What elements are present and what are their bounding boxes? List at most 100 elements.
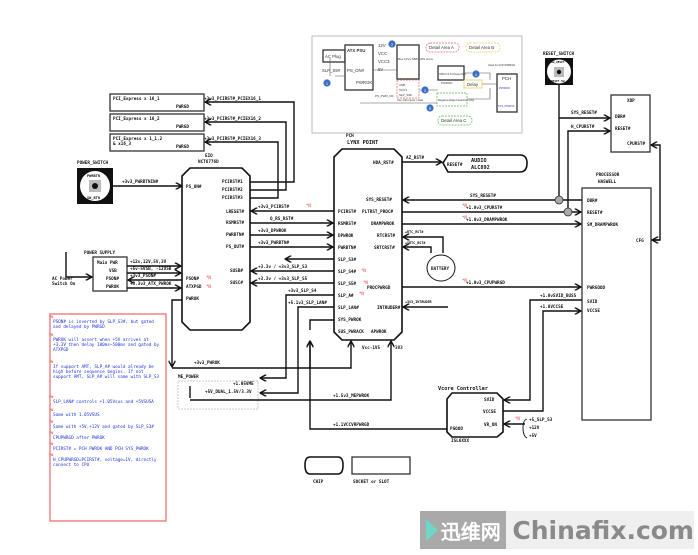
wire-mepwrok: [190, 341, 391, 401]
signal-az-rst: AZ_RST#: [406, 155, 425, 161]
note-marker: *N: [206, 275, 211, 280]
reset-switch[interactable]: RESET_SWITCH SW_RESET RESET SW: [543, 51, 574, 85]
note-text: CPUPWRGD after PWROK: [53, 436, 105, 441]
junction-icon: [554, 195, 564, 205]
watermark: 迅维网 Chinafix.com: [420, 511, 694, 549]
note-text: SLP_LAN# controls +1.05Vsus and +5VSUSA: [53, 400, 154, 405]
inset-vcc3: VCC3: [399, 88, 407, 92]
pci-slot-2-signal: +3v3_PCIRST#_PCIEX16_2: [204, 116, 261, 122]
signal-xdp-cpurst: H_CPURST#: [571, 124, 595, 130]
signal-vsb-rails: +5v-5VSB, -12VSB: [130, 266, 172, 272]
wire-vccse: [503, 311, 581, 412]
watermark-cn-text: 迅维网: [440, 519, 501, 544]
xdp-title: XDP: [627, 98, 635, 104]
marker-1-icon: [323, 79, 331, 87]
power-supply: POWER SUPPLY Main PWR VSB PSON# PWROK AC…: [52, 250, 128, 292]
psu-pin-pwrok: PWROK: [106, 284, 119, 290]
signal-srtcrst: +SRTC_RST#: [405, 241, 426, 245]
legend-chip-label: CHIP: [313, 479, 324, 485]
note-text: PWROK will assert when +5V arrives at +3…: [53, 338, 160, 353]
pch-pin-procpwrgd: PROCPWRGD: [367, 285, 391, 291]
detail-area-c-label: Detail Area C: [441, 118, 466, 123]
pci-slot-2: PCI_Express x 16_2 PWRGD +3v3_PCIRST#_PC…: [109, 113, 261, 132]
legend-socket-shape: [351, 456, 411, 475]
pch-pin-drampwrok: DRAMPWROK: [371, 221, 395, 227]
wire-pcirst3: [205, 142, 279, 199]
power-supply-title: POWER SUPPLY: [84, 250, 115, 256]
detail-area-b-label: Detail Area B: [469, 45, 494, 50]
pci-slot-2-pwrgd: PWRGD: [176, 124, 189, 130]
note-marker: *N: [49, 442, 54, 446]
note-text: PCIRST# = PCH PWROK AND PCH SYS_PWROK: [53, 447, 149, 452]
pch-pin-slp-s3: SLP_S3#: [338, 257, 357, 263]
pch-part-name: LYNX POINT: [347, 140, 378, 146]
atx-psu-label: ATX PSU: [347, 48, 365, 53]
inset-ps-on: PS_ON#: [347, 68, 365, 73]
wire-pwrok-down: [172, 299, 182, 367]
power-switch[interactable]: POWER_SWITCH PWRBTN SW_BTN: [77, 160, 113, 204]
note-marker: *N: [306, 203, 311, 208]
note-text: H_CPUPWRGD=PCIRST#, voltage=1V, directly…: [53, 458, 157, 468]
pch-pin-plt-rst-proc: PLTRST_PROC#: [362, 209, 393, 215]
reset-switch-top-label: SW_RESET: [551, 60, 565, 64]
signal-sys-reset: SYS_RESET#: [470, 193, 496, 199]
processor-title: PROCESSOR: [596, 172, 620, 178]
me-power-rail-2: +5V_DUAL_1.5V/3.3V: [205, 389, 252, 395]
power-button-icon: [92, 183, 98, 189]
ec-pin-ps-out: PS_OUT#: [226, 244, 245, 250]
detail-area-b-callout: [465, 42, 501, 53]
note-marker: *N: [49, 431, 54, 435]
note-marker: *N: [49, 395, 54, 399]
pch-3v3-label: 3V3: [395, 345, 403, 351]
note-marker: *N: [49, 333, 54, 337]
wire-sus-pwrack: [309, 319, 334, 330]
signal-rtcrst: +RTC_RST#: [405, 230, 424, 234]
inset-and-logic: Use 1 Bit Inputs / Gate: [397, 98, 424, 102]
ec-pin-pson: PSON#: [186, 276, 199, 282]
vcore-part: ISL6XXX: [451, 438, 470, 444]
ec-pin-lreset: LRESET#: [226, 209, 245, 215]
signal-rsmrst: Q_RS_RST#: [270, 216, 294, 222]
vcore-pin-pgood: PGOOD: [450, 426, 463, 432]
marker-4-label: 4: [475, 73, 477, 77]
ec-pin-atxpgd: ATXPGD: [186, 284, 202, 290]
pci-slot-3: PCI_Express x 1_1,2 & x16_3 PWRGD +3v3_P…: [109, 133, 261, 152]
cpu-pin-dbr: DBR#: [587, 198, 598, 204]
vcore-pin-vccse: VCCSE: [483, 409, 496, 415]
power-switch-top-label: PWRBTN: [87, 174, 100, 178]
ec-pin-rsmrst: RSMRST#: [226, 220, 245, 226]
power-switch-title: POWER_SWITCH: [77, 160, 108, 166]
note-text: Same with 1.05VSUS: [53, 413, 100, 418]
legend: CHIP SOCKET or SLOT: [304, 456, 411, 485]
marker-5-label: 5: [429, 107, 431, 111]
signal-procpwrgd: +1.0v3_CPUPWRGD: [466, 280, 505, 286]
detail-area-c-callout: [437, 115, 473, 126]
signal-atx-pwrok: +3.3v3_ATX_PWROK: [130, 281, 172, 287]
signal-slp-s3: +3.3v / +3v3_SLP_S3: [258, 264, 308, 270]
inset-rail: VCC3: [378, 59, 390, 64]
cpu-pin-svid: SVID: [587, 299, 598, 305]
pwrbtnin-signal-label: +3v3_PWRBTNIN#: [122, 179, 159, 185]
ec-pin-pcirst1: PCIRST#1: [222, 179, 243, 185]
note-marker: *N: [462, 215, 467, 220]
vcore-pin-svid: SVID: [484, 397, 495, 403]
psu-pin-main-pwr: Main PWR: [97, 260, 118, 266]
wire-ac-input: [65, 252, 92, 277]
signal-pcirst: +3v3_PCIRST#: [258, 204, 289, 210]
signal-dpwrok: +3v3_DPWROK: [258, 228, 287, 234]
audio-part: ALC892: [471, 165, 490, 171]
psu-pin-pson: PSON#: [106, 276, 119, 282]
ec-title: EIO: [205, 153, 213, 159]
marker-2-label: 2: [391, 43, 393, 47]
note-marker: *N: [49, 453, 54, 457]
note-marker: *N: [49, 420, 54, 424]
delay-label: Delay: [467, 82, 479, 87]
pch-pin-hda-rst: HDA_RST#: [373, 160, 394, 166]
pch-pin-sus-pwrack: SUS_PWRACK: [338, 329, 364, 335]
